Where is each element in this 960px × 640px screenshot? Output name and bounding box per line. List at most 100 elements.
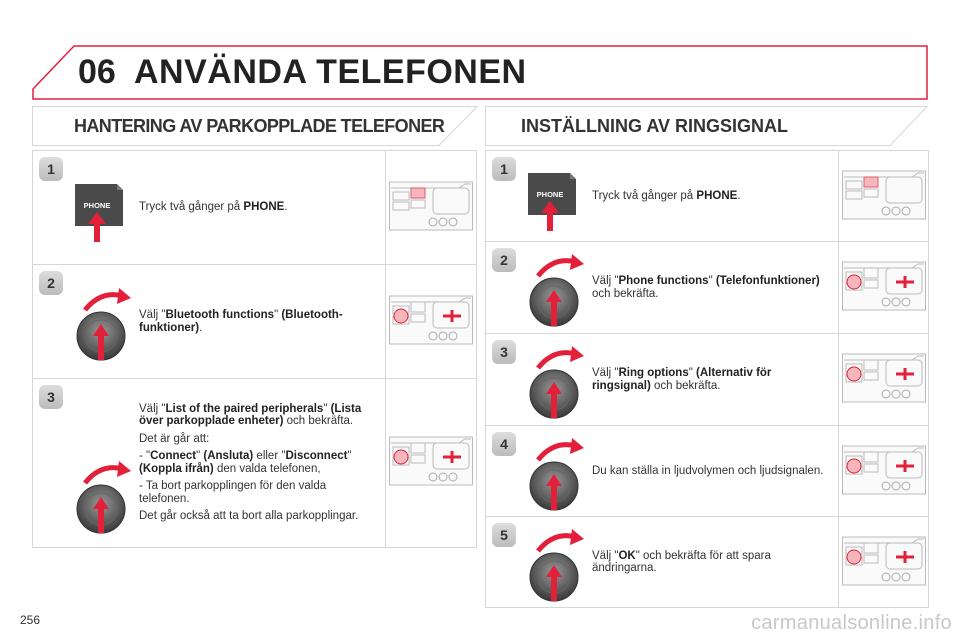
bold-term: (Ansluta) [203, 450, 254, 462]
text-segment: Tryck två gånger på [592, 189, 697, 202]
rotary-knob-icon [71, 284, 141, 369]
text-segment: " [708, 275, 716, 287]
step-instruction-text: Välj "Phone functions" (Telefonfunktione… [592, 275, 828, 305]
text-segment: och bekräfta. [650, 379, 721, 392]
text-segment: . [737, 189, 741, 202]
bold-term: PHONE [243, 201, 285, 213]
bold-term: (Lista över parkopplade enheter) [139, 402, 362, 428]
chapter-title: ANVÄNDA TELEFONEN [134, 53, 527, 91]
image-column [838, 517, 928, 608]
text-segment: Välj " [592, 367, 619, 379]
image-column [385, 265, 476, 378]
bold-term: Bluetooth functions [165, 309, 275, 321]
text-segment: " och bekräfta för att spara ändringarna… [592, 549, 771, 575]
step-instruction-text: Tryck två gånger på PHONE. [139, 201, 375, 219]
rotary-knob-icon [524, 342, 594, 427]
rotary-knob-icon [524, 525, 594, 610]
text-segment: " [323, 402, 331, 415]
step-instruction-text: Du kan ställa in ljudvolymen och ljudsig… [592, 465, 828, 483]
bold-term: (Bluetooth-funktioner) [139, 309, 343, 334]
image-column [838, 151, 928, 241]
bold-term: Phone functions [618, 275, 709, 287]
left-section-header: HANTERING AV PARKOPPLADE TELEFONER [32, 106, 478, 146]
chapter-number: 06 [78, 53, 116, 91]
rotary-knob-icon [524, 434, 594, 519]
text-segment: Välj " [139, 402, 166, 415]
text-segment: Välj " [139, 309, 166, 321]
instruction-paragraph: Välj "List of the paired peripherals" (L… [139, 403, 375, 428]
instruction-paragraph: Det är går att: [139, 433, 375, 446]
svg-text:PHONE: PHONE [84, 201, 111, 210]
page-number: 256 [20, 613, 41, 627]
radio-panel-thumbnail [842, 260, 926, 321]
step-row: 4 Du kan ställa in ljudvolymen och ljudsi… [486, 426, 928, 517]
text-segment: " [196, 450, 204, 462]
bold-term: Connect [150, 450, 197, 462]
step-number-badge: 1 [492, 157, 516, 181]
step-number-badge: 3 [492, 340, 516, 364]
step-number-badge: 5 [492, 523, 516, 547]
image-column [385, 379, 476, 547]
text-segment: och bekräfta. [283, 415, 354, 427]
text-segment: Det går också att ta bort alla parkoppli… [139, 510, 359, 522]
instruction-paragraph: Välj "Ring options" (Alternativ för ring… [592, 367, 828, 392]
image-column [838, 242, 928, 333]
radio-panel-thumbnail [842, 169, 926, 230]
instruction-paragraph: Välj "Phone functions" (Telefonfunktione… [592, 275, 828, 300]
radio-panel-thumbnail [389, 435, 473, 496]
text-segment: " [347, 450, 352, 462]
text-segment: " [274, 309, 282, 321]
bold-term: List of the paired peripherals [165, 402, 324, 415]
text-segment: den valda telefonen, [213, 462, 321, 475]
text-segment: . [199, 321, 203, 334]
text-segment: Tryck två gånger på [139, 201, 244, 213]
bold-term: OK [618, 549, 636, 562]
phone-button-icon: PHONE [73, 180, 127, 249]
step-instruction-text: Välj "OK" och bekräfta för att spara änd… [592, 550, 828, 580]
radio-panel-thumbnail [842, 352, 926, 413]
image-column [838, 334, 928, 425]
bold-term: (Telefonfunktioner) [715, 275, 820, 287]
bold-term: Disconnect [285, 450, 348, 462]
text-segment: " [688, 367, 697, 379]
text-segment: och bekräfta. [592, 287, 659, 300]
step-instruction-text: Välj "List of the paired peripherals" (L… [139, 403, 375, 528]
left-section-title: HANTERING AV PARKOPPLADE TELEFONER [74, 116, 445, 136]
text-segment: eller " [253, 450, 286, 462]
radio-panel-thumbnail [389, 180, 473, 241]
instruction-paragraph: Välj "Bluetooth functions" (Bluetooth-fu… [139, 309, 375, 334]
bold-term: Ring options [618, 367, 689, 379]
step-instruction-text: Välj "Ring options" (Alternativ för ring… [592, 367, 828, 397]
instruction-paragraph: Du kan ställa in ljudvolymen och ljudsig… [592, 465, 828, 478]
text-segment: Välj " [592, 549, 619, 562]
image-column [838, 426, 928, 516]
step-instruction-text: Tryck två gånger på PHONE. [592, 190, 828, 208]
right-section-title: INSTÄLLNING AV RINGSIGNAL [521, 116, 788, 136]
instruction-paragraph: Tryck två gånger på PHONE. [592, 190, 828, 203]
instruction-paragraph: - Ta bort parkopplingen för den valda te… [139, 480, 375, 505]
watermark: carmanualsonline.info [751, 612, 952, 634]
step-number-badge: 4 [492, 432, 516, 456]
right-section-header: INSTÄLLNING AV RINGSIGNAL [485, 106, 928, 146]
text-segment: Det är går att: [139, 432, 210, 445]
text-segment: . [284, 201, 288, 213]
rotary-knob-icon [524, 250, 594, 335]
radio-panel-thumbnail [842, 535, 926, 596]
radio-panel-thumbnail [842, 444, 926, 505]
rotary-knob-icon [71, 457, 141, 542]
bold-term: PHONE [696, 189, 738, 202]
step-number-badge: 3 [39, 385, 63, 409]
instruction-paragraph: Välj "OK" och bekräfta för att spara änd… [592, 550, 828, 575]
bold-term: (Koppla ifrån) [139, 462, 214, 475]
text-segment: Du kan ställa in ljudvolymen och ljudsig… [592, 464, 824, 477]
chapter-header: 06 ANVÄNDA TELEFONEN [32, 45, 928, 100]
text-segment: - " [139, 450, 151, 462]
step-number-badge: 2 [39, 271, 63, 295]
